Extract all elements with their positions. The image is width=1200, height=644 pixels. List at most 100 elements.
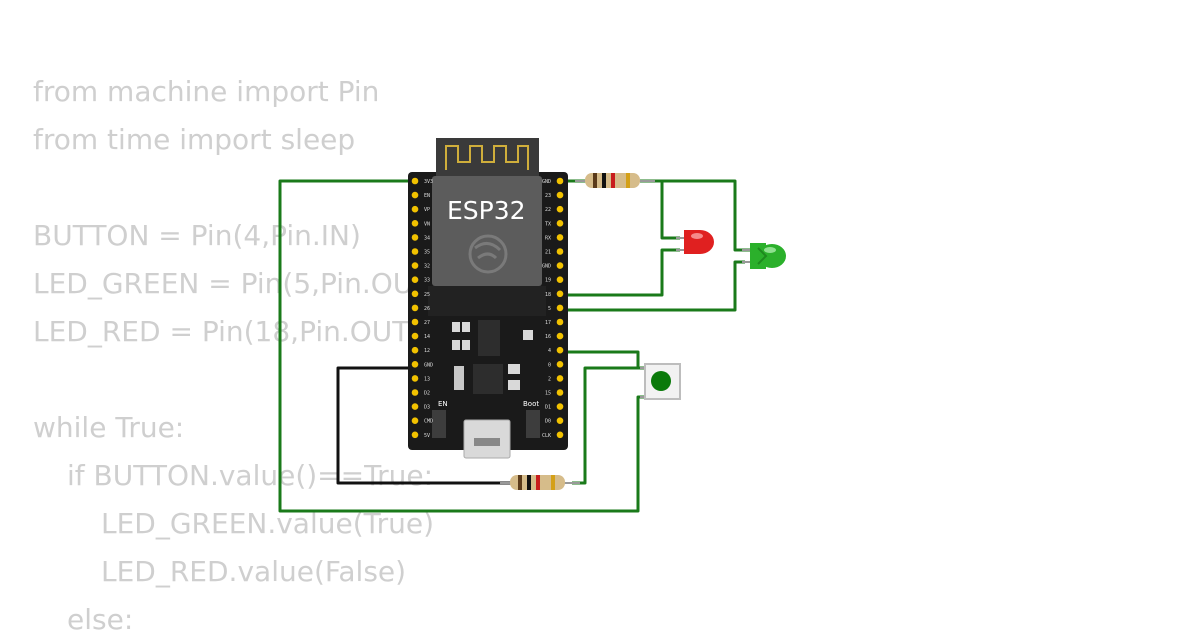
pin-d3[interactable]: [411, 403, 419, 410]
pin-label: CLK: [542, 433, 551, 439]
pin-label: 25: [424, 292, 430, 298]
push-button[interactable]: [640, 363, 681, 400]
code-line: while True:: [33, 411, 185, 444]
pin-32[interactable]: [411, 262, 419, 269]
smd-components: [452, 320, 533, 394]
pin-label: 14: [424, 334, 430, 340]
pin-label: 13: [424, 376, 430, 382]
wire-gnd-to-pulldown: [336, 366, 512, 485]
pin-label: 19: [545, 278, 551, 284]
wifi-module-antenna: [436, 138, 539, 180]
wire-pin5-to-green-led: [560, 260, 745, 312]
resistor-led[interactable]: [575, 173, 655, 188]
pin-label: 34: [424, 235, 430, 241]
pin-en[interactable]: [411, 191, 419, 199]
pin-label: 5V: [424, 433, 430, 439]
code-line: LED_RED = Pin(18,Pin.OUT): [33, 315, 421, 348]
pin-14[interactable]: [411, 332, 419, 340]
pin-label: 5: [548, 306, 551, 312]
boot-button[interactable]: [526, 410, 540, 438]
pin-label: GND: [542, 264, 551, 270]
pin-25[interactable]: [411, 290, 419, 298]
code-line: from machine import Pin: [33, 75, 380, 108]
pin-13[interactable]: [411, 375, 419, 382]
wire-pin4-to-button: [560, 350, 645, 370]
pin-21[interactable]: [556, 248, 564, 255]
pin-16[interactable]: [556, 332, 564, 340]
chip-label: ESP32: [447, 196, 526, 225]
pin-27[interactable]: [411, 318, 419, 326]
pin-d1[interactable]: [556, 403, 564, 410]
pin-19[interactable]: [556, 276, 564, 284]
pin-0[interactable]: [556, 361, 564, 368]
pin-label: VN: [424, 221, 430, 227]
pin-35[interactable]: [411, 248, 419, 255]
pin-label: 32: [424, 264, 430, 270]
pin-label: D3: [424, 405, 430, 411]
pin-gnd[interactable]: [411, 361, 419, 368]
pin-18[interactable]: [556, 290, 564, 298]
code-line: LED_RED.value(False): [101, 555, 407, 588]
usb-port-opening: [474, 438, 500, 446]
pin-12[interactable]: [411, 346, 419, 354]
module-castellations: [428, 286, 546, 316]
esp32-board[interactable]: ESP32 EN Boot 3V3ENVPVN34353233252627141…: [408, 138, 568, 459]
pin-d0[interactable]: [556, 417, 564, 425]
boot-label: Boot: [523, 400, 539, 408]
led-green[interactable]: [742, 243, 786, 269]
pin-gnd[interactable]: [556, 177, 564, 185]
pin-rx[interactable]: [556, 234, 564, 241]
en-button[interactable]: [432, 410, 446, 438]
wire-button-to-pulldown: [572, 366, 645, 485]
pin-label: CMD: [424, 419, 433, 425]
pin-17[interactable]: [556, 318, 564, 326]
pin-4[interactable]: [556, 346, 564, 354]
pin-26[interactable]: [411, 304, 419, 312]
button-cap: [651, 371, 671, 391]
pin-label: D1: [545, 405, 551, 411]
pin-23[interactable]: [556, 191, 564, 199]
pin-vp[interactable]: [411, 205, 419, 213]
code-line: if BUTTON.value()==True:: [67, 459, 433, 492]
pin-label: 0: [548, 362, 551, 368]
pin-34[interactable]: [411, 234, 419, 241]
pin-label: 26: [424, 306, 430, 312]
pin-5v[interactable]: [411, 431, 419, 439]
espressif-logo-icon: [468, 234, 508, 274]
pin-5[interactable]: [556, 304, 564, 312]
pin-label: 4: [548, 348, 551, 354]
pin-gnd[interactable]: [556, 262, 564, 269]
left-pin-header: 3V3ENVPVN343532332526271412GND13D2D3CMD5…: [411, 177, 433, 439]
pin-vn[interactable]: [411, 220, 419, 227]
pin-tx[interactable]: [556, 220, 564, 227]
code-line: BUTTON = Pin(4,Pin.IN): [33, 219, 361, 252]
wire-pin18-to-red-led: [560, 248, 680, 297]
pin-label: 3V3: [424, 179, 433, 185]
circuit-diagram: ESP32 EN Boot 3V3ENVPVN34353233252627141…: [278, 138, 786, 513]
pin-clk[interactable]: [556, 431, 564, 439]
pin-22[interactable]: [556, 205, 564, 213]
pin-label: 12: [424, 348, 430, 354]
pin-label: 22: [545, 207, 551, 213]
pin-label: 18: [545, 292, 551, 298]
resistor-pulldown[interactable]: [500, 475, 580, 490]
pin-cmd[interactable]: [411, 417, 419, 425]
led-red[interactable]: [676, 230, 714, 254]
en-label: EN: [438, 400, 448, 408]
pin-label: GND: [542, 179, 551, 185]
pin-15[interactable]: [556, 389, 564, 396]
wire-3v3-to-button: [278, 179, 645, 513]
pin-33[interactable]: [411, 276, 419, 284]
pin-label: 35: [424, 250, 430, 256]
pin-label: 27: [424, 320, 430, 326]
pin-label: D2: [424, 391, 430, 397]
wifi-module-shield: [432, 176, 542, 286]
code-line: LED_GREEN = Pin(5,Pin.OUT): [33, 267, 442, 300]
pin-3v3[interactable]: [411, 177, 419, 185]
pin-2[interactable]: [556, 375, 564, 382]
pin-label: 2: [548, 376, 551, 382]
pin-d2[interactable]: [411, 389, 419, 396]
pin-label: VP: [424, 207, 430, 213]
